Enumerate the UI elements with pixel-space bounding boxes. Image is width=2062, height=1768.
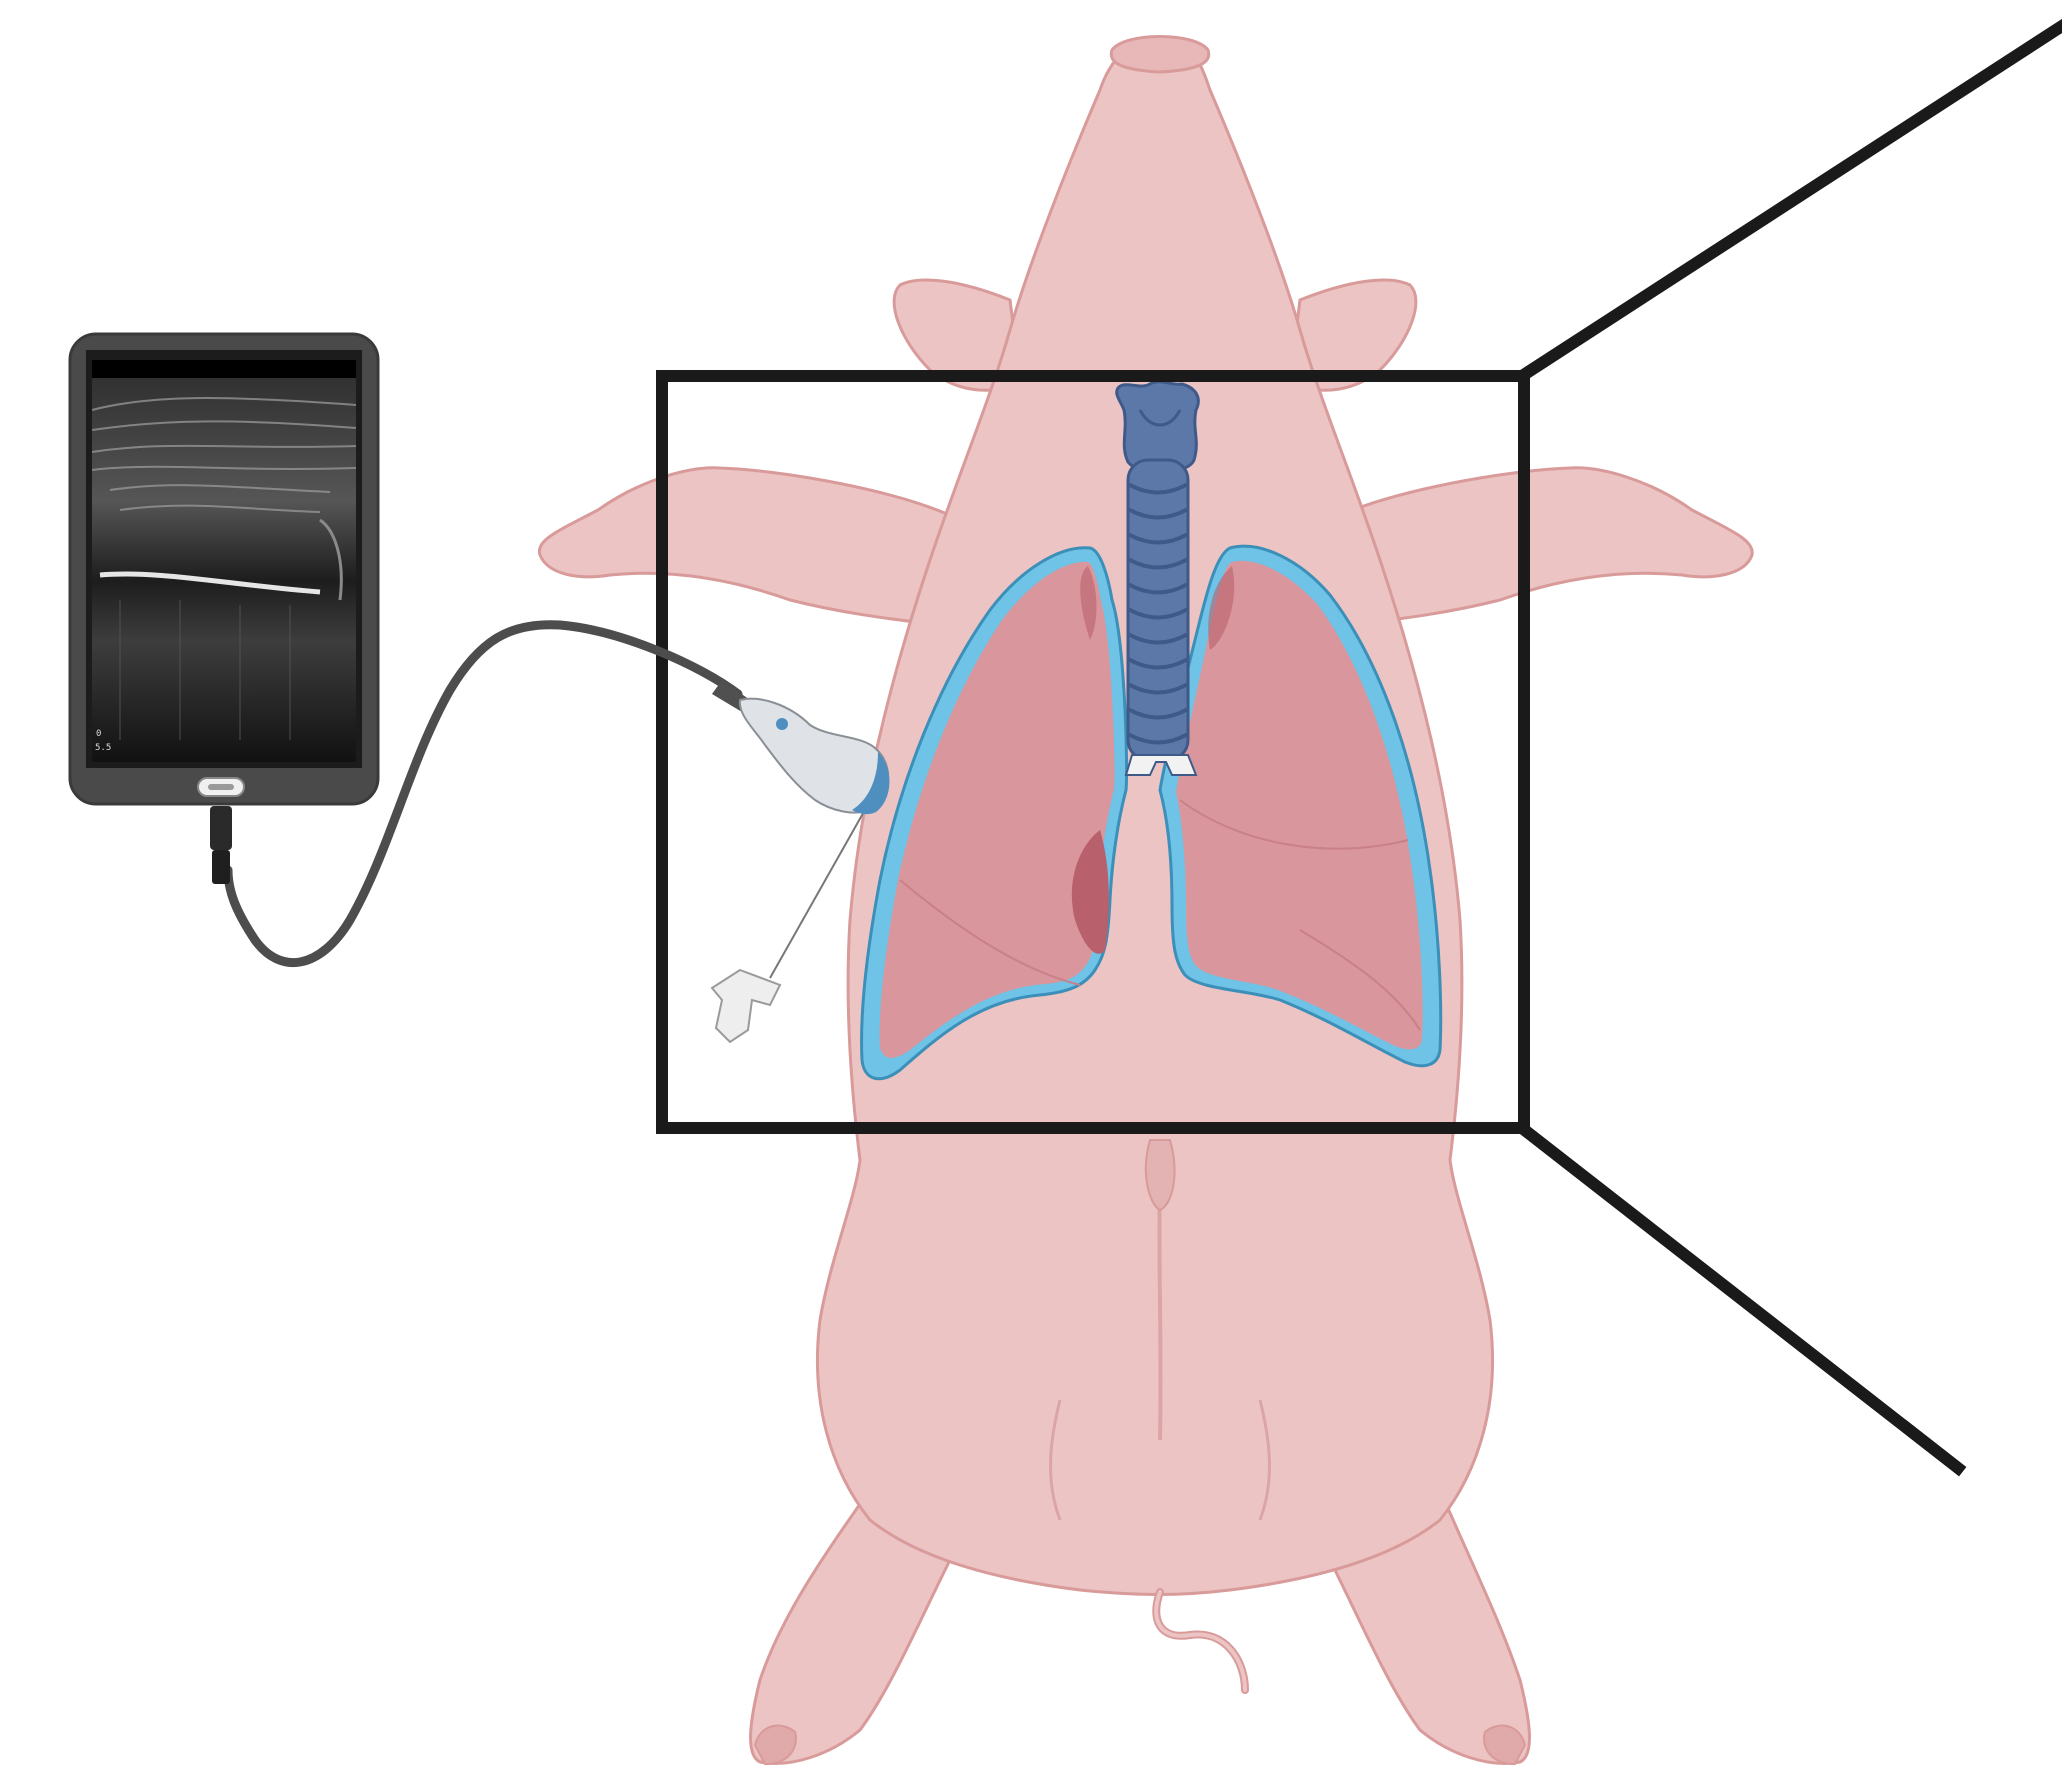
probe-body xyxy=(740,699,888,813)
pig-belly-line xyxy=(1159,1180,1160,1440)
depth-readout-top: 0 xyxy=(96,729,101,739)
zoom-line-bottom xyxy=(1522,1128,1958,1468)
depth-readout-bottom: 5.5 xyxy=(95,743,111,753)
pig-tail xyxy=(1156,1592,1245,1690)
pig-snout xyxy=(1111,37,1208,73)
zoom-line-top xyxy=(1522,26,2062,376)
ultrasound-image xyxy=(92,360,356,762)
cable-connector xyxy=(210,806,232,850)
ultrasound-probe-icon[interactable] xyxy=(712,680,889,814)
pig-supine-illustration xyxy=(539,37,1752,1765)
pig-front-leg-left xyxy=(539,468,960,625)
probe-indicator-dot xyxy=(776,718,788,730)
needle-syringe-icon xyxy=(712,808,866,1042)
trachea-illustration xyxy=(1117,382,1199,775)
syringe-hub xyxy=(712,970,780,1042)
tablet-ultrasound-device[interactable]: 0 5.5 xyxy=(70,334,378,884)
